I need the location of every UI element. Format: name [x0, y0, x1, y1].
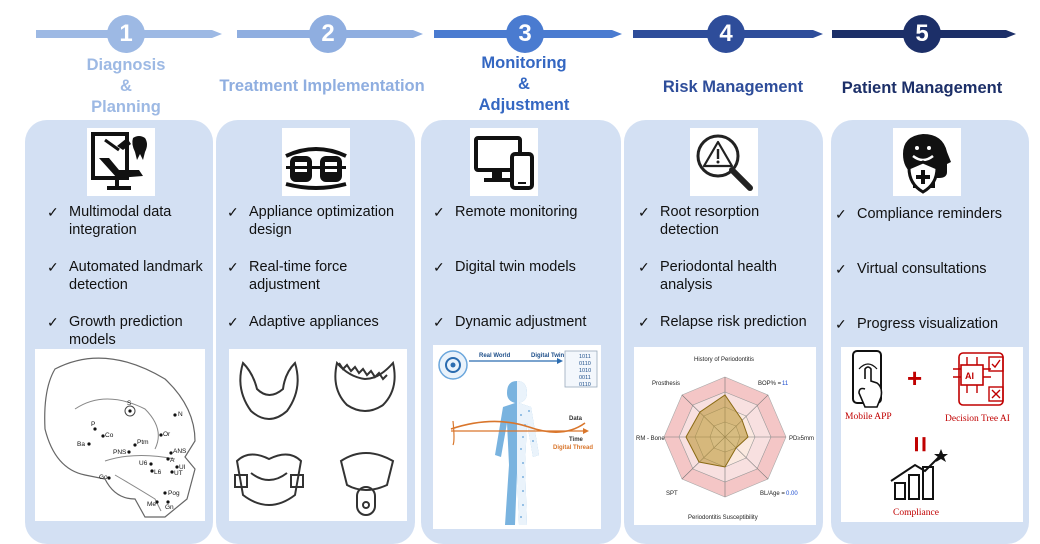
stage-1-number: 1	[107, 15, 145, 53]
ceph-label: Me	[147, 501, 156, 508]
compliance-label: Compliance	[893, 508, 939, 518]
ai-chip-label: AI	[965, 371, 974, 381]
ceph-label: Or	[163, 431, 171, 438]
check-icon: ✓	[433, 204, 445, 220]
ceph-label: PNS	[113, 449, 127, 456]
radar-axis-label: SPT	[666, 491, 678, 497]
check-icon: ✓	[47, 259, 59, 275]
radar-axis-label: Prosthesis	[652, 381, 680, 387]
ceph-label: UI	[179, 464, 186, 471]
time-label: Time	[569, 437, 584, 443]
ceph-label: S	[127, 400, 132, 407]
check-icon: ✓	[835, 261, 847, 277]
radar-axis-label: BL/Age =	[760, 491, 785, 497]
check-icon: ✓	[433, 314, 445, 330]
ceph-label: UT	[174, 470, 183, 477]
binary-text: 0011	[579, 375, 591, 381]
ceph-label: Go	[99, 474, 108, 481]
digital-twin-image: Real World Digital Twin 1011 0110 1010 0…	[433, 345, 601, 529]
plus-sign: +	[907, 363, 922, 393]
check-icon: ✓	[227, 314, 239, 330]
cephalometric-skull-image: S N P Or Ba Co Ptm PNS ANS A UI U6 L6 UT…	[35, 349, 205, 521]
radar-axis-label: RM - Bone	[636, 436, 665, 442]
equals-sign: =	[905, 436, 936, 452]
stage-1-title: Diagnosis & Planning	[86, 56, 166, 116]
check-icon: ✓	[47, 314, 59, 330]
compliance-image: Mobile APP + AI Decision Tree AI = Compl…	[841, 347, 1023, 522]
radar-axis-label: BOP% =	[758, 381, 782, 387]
ceph-label: Gn	[165, 504, 174, 511]
periodontal-radar-image: History of Periodontitis BOP% = 11 PD≥5m…	[634, 347, 816, 525]
binary-text: 1011	[579, 354, 591, 360]
appliances-image	[229, 349, 407, 521]
dental-chair-icon	[87, 128, 155, 196]
check-icon: ✓	[433, 259, 445, 275]
real-world-label: Real World	[479, 353, 511, 359]
ceph-label: A	[170, 457, 175, 464]
check-icon: ✓	[227, 204, 239, 220]
devices-icon	[470, 128, 538, 196]
bop-value: 11	[782, 381, 789, 387]
stage-5-number: 5	[903, 15, 941, 53]
digital-twin-label: Digital Twin	[531, 353, 565, 359]
stage-3-title: Monitoring & Adjustment	[478, 54, 570, 114]
decision-tree-label: Decision Tree AI	[945, 414, 1010, 424]
binary-text: 0110	[579, 382, 591, 388]
ceph-label: N	[178, 411, 183, 418]
ceph-label: U6	[139, 460, 148, 467]
radar-bottom-label: Periodontitis Susceptibility	[688, 515, 758, 521]
stage-4-title: Risk Management	[662, 78, 804, 96]
stage-4-number: 4	[707, 15, 745, 53]
risk-search-icon	[690, 128, 758, 196]
ceph-label: Pog	[168, 490, 180, 497]
bl-value: 0.00	[786, 491, 798, 497]
ceph-label: P	[91, 421, 95, 428]
check-icon: ✓	[835, 206, 847, 222]
ceph-label: ANS	[173, 448, 187, 455]
radar-title: History of Periodontitis	[694, 357, 754, 363]
stage-3-number: 3	[506, 15, 544, 53]
check-icon: ✓	[835, 316, 847, 332]
check-icon: ✓	[638, 314, 650, 330]
braces-icon	[282, 128, 350, 196]
check-icon: ✓	[638, 259, 650, 275]
stage-2-title: Treatment Implementation	[219, 77, 425, 95]
check-icon: ✓	[227, 259, 239, 275]
binary-text: 0110	[579, 361, 591, 367]
mobile-app-label: Mobile APP	[845, 412, 892, 422]
binary-text: 1010	[579, 368, 591, 374]
digital-thread-label: Digital Thread	[553, 445, 593, 451]
ceph-label: Ptm	[137, 439, 149, 446]
check-icon: ✓	[638, 204, 650, 220]
stage-2-number: 2	[309, 15, 347, 53]
ceph-label: L6	[154, 469, 162, 476]
data-label: Data	[569, 416, 583, 422]
ceph-label: Co	[105, 432, 114, 439]
radar-axis-label: PD≥5mm	[789, 436, 814, 442]
ceph-label: Ba	[77, 441, 85, 448]
stage-5-title: Patient Management	[841, 79, 1003, 97]
patient-shield-icon	[893, 128, 961, 196]
check-icon: ✓	[47, 204, 59, 220]
